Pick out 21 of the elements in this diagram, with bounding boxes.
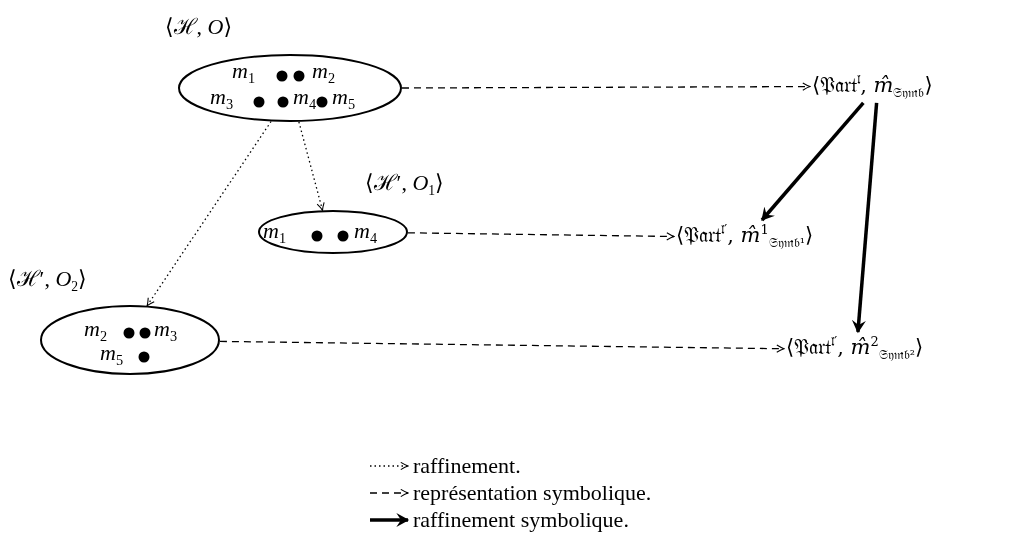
element-label: m$_{5}$ bbox=[100, 342, 124, 364]
element-label: m$_{1}$ bbox=[263, 220, 287, 242]
legend-text: représentation symbolique. bbox=[413, 482, 652, 504]
arrow bbox=[851, 102, 879, 334]
set-label: ⟨ℋ′, O$_{1}$⟩ bbox=[365, 170, 444, 200]
arrow bbox=[760, 101, 865, 222]
element-label: m$_{4}$ bbox=[293, 86, 317, 108]
element-label: m$_{4}$ bbox=[354, 220, 378, 242]
legend-text: raffinement. bbox=[413, 455, 521, 477]
element-label: m$_{3}$ bbox=[210, 86, 234, 108]
partition-label: ⟨𝔓𝔞𝔯𝔱$^{𝔩′}$, m̂$^{1}$$_{𝔖𝔶𝔪𝔟¹}$⟩ bbox=[676, 222, 814, 251]
set-label: ⟨ℋ, O⟩ bbox=[165, 14, 233, 41]
legend-text: raffinement symbolique. bbox=[413, 509, 629, 531]
partition-label: ⟨𝔓𝔞𝔯𝔱$^{𝔩′}$, m̂$^{2}$$_{𝔖𝔶𝔪𝔟²}$⟩ bbox=[786, 334, 924, 363]
element-label: m$_{3}$ bbox=[154, 318, 178, 340]
set-label: ⟨ℋ′, O$_{2}$⟩ bbox=[8, 266, 87, 296]
element-label: m$_{5}$ bbox=[332, 86, 356, 108]
element-label: m$_{2}$ bbox=[312, 60, 336, 82]
element-label: m$_{1}$ bbox=[232, 60, 256, 82]
partition-label: ⟨𝔓𝔞𝔯𝔱$^{𝔩}$, m̂$_{𝔖𝔶𝔪𝔟}$⟩ bbox=[812, 72, 933, 101]
element-label: m$_{2}$ bbox=[84, 318, 108, 340]
